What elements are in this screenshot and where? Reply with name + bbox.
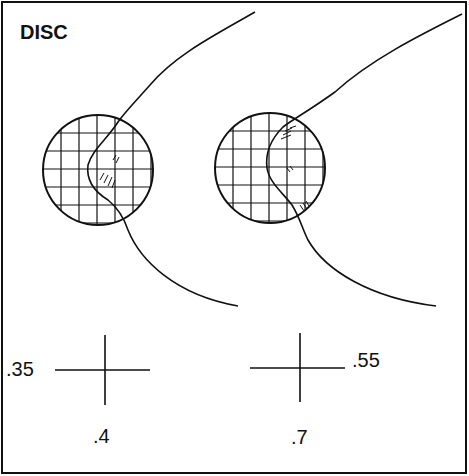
vessel-cup-curve: [267, 14, 462, 306]
frame-border: [2, 2, 466, 473]
vessel-cup-curve: [88, 12, 255, 306]
grid-line: [43, 168, 153, 169]
grid-line: [215, 202, 325, 203]
grid-line: [78, 115, 79, 225]
grid-line: [114, 115, 115, 225]
grid-line: [215, 220, 325, 221]
rim-hatching: [281, 126, 309, 211]
grid-line: [215, 184, 325, 185]
cup-disc-cross: [250, 333, 345, 402]
disc-heading: DISC: [20, 22, 68, 42]
grid-line: [43, 186, 153, 187]
grid-line: [43, 222, 153, 223]
grid-line: [96, 115, 97, 225]
grid: [43, 115, 153, 225]
grid-line: [150, 115, 151, 225]
grid-line: [43, 132, 153, 133]
grid-line: [215, 148, 325, 149]
cup-disc-cross: [55, 335, 150, 405]
grid-line: [215, 166, 325, 167]
vertical-ratio: .35: [6, 359, 34, 379]
grid-line: [43, 150, 153, 151]
grid: [215, 113, 325, 223]
grid-line: [60, 115, 61, 225]
grid-line: [43, 204, 153, 205]
optic-disc-outline: [215, 113, 325, 223]
optic-disc-outline: [43, 115, 153, 225]
grid-line: [268, 113, 269, 223]
horizontal-ratio: .4: [93, 426, 110, 446]
grid-line: [232, 113, 233, 223]
grid-line: [215, 130, 325, 131]
grid-line: [322, 113, 323, 223]
grid-line: [250, 113, 251, 223]
grid-line: [132, 115, 133, 225]
rim-hatching: [100, 155, 119, 188]
vertical-ratio: .55: [352, 350, 380, 370]
horizontal-ratio: .7: [291, 427, 308, 447]
